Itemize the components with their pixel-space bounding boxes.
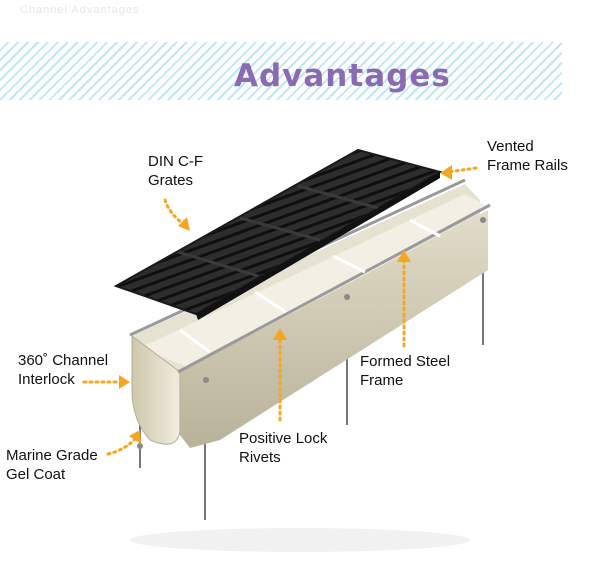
faint-caption: Channel Advantages xyxy=(20,4,140,16)
label-marine-gel-coat: Marine Grade Gel Coat xyxy=(6,447,98,483)
header-banner xyxy=(0,42,562,100)
dotted-arrow-icon xyxy=(106,436,138,456)
arrowhead-icon xyxy=(119,375,130,389)
arrowhead-icon xyxy=(397,250,411,262)
page-title: Advantages xyxy=(234,58,451,94)
frame-cross-bars xyxy=(179,218,441,354)
ground-shadow xyxy=(130,528,470,552)
label-positive-lock-rivets: Positive Lock Rivets xyxy=(239,430,328,466)
arrowhead-icon xyxy=(273,328,287,340)
channel-end-cap xyxy=(131,335,181,445)
arrowhead-icon xyxy=(129,430,141,444)
arrowhead-icon xyxy=(440,165,452,180)
din-grates xyxy=(113,148,443,320)
label-formed-steel-frame: Formed Steel Frame xyxy=(360,353,451,389)
label-channel-interlock: 360˚ Channel Interlock xyxy=(18,352,109,388)
label-din-grates: DIN C-F Grates xyxy=(148,153,203,189)
label-vented-frame-rails: Vented Frame Rails xyxy=(487,138,568,174)
rivets xyxy=(137,217,486,449)
arrowhead-icon xyxy=(178,217,190,231)
dotted-arrow-icon xyxy=(446,166,478,174)
channel-front-wall xyxy=(176,210,488,448)
channel-interior xyxy=(140,194,485,372)
